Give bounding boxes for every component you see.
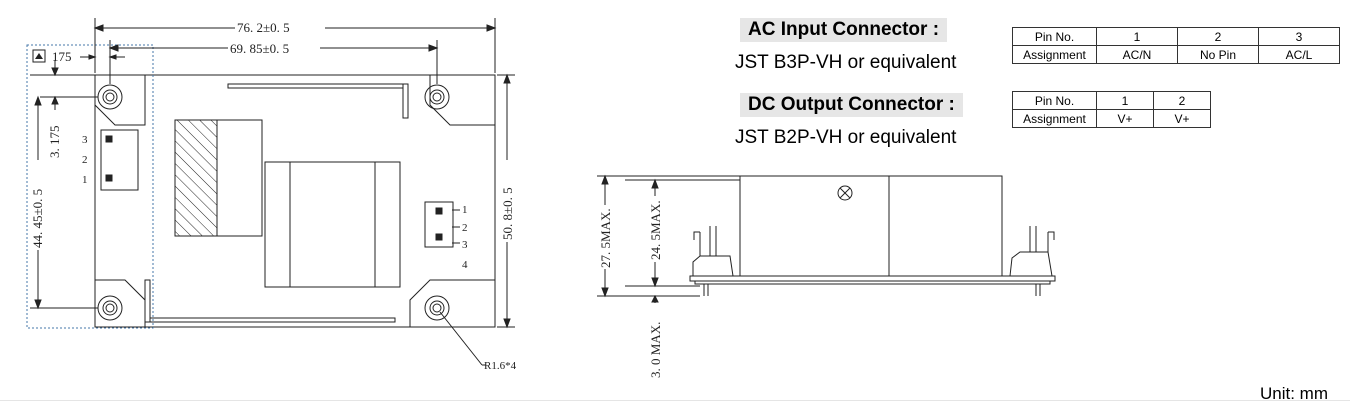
top-view xyxy=(26,18,515,366)
table-row: Assignment V+ V+ xyxy=(1012,109,1211,128)
dc-connector-title: DC Output Connector : xyxy=(740,93,963,117)
table-row: Pin No. 1 2 3 xyxy=(1012,27,1340,46)
table-cell: AC/L xyxy=(1258,45,1340,64)
board-outline xyxy=(94,74,496,328)
input-pin-label: 3 xyxy=(82,134,88,146)
mounting-hole xyxy=(97,295,123,321)
dc-connector-part: JST B2P-VH or equivalent xyxy=(735,127,957,148)
table-cell: No Pin xyxy=(1177,45,1259,64)
mounting-hole xyxy=(424,84,450,110)
ac-connector-title: AC Input Connector : xyxy=(740,18,948,42)
hatched-component xyxy=(174,119,218,237)
pin-height-label: 3. 0 MAX. xyxy=(648,322,663,378)
table-cell: AC/N xyxy=(1096,45,1178,64)
corner-notch xyxy=(95,279,146,327)
corner-notch xyxy=(429,75,495,126)
corner-notch xyxy=(409,279,495,327)
output-pin-label: 3 xyxy=(462,239,468,251)
table-cell: 3 xyxy=(1258,27,1340,46)
side-view xyxy=(597,174,1056,303)
ac-pin-table: Pin No. 1 2 3 Assignment AC/N No Pin AC/… xyxy=(1012,27,1340,64)
transformer xyxy=(264,161,401,288)
hole-radius-label: R1.6*4 xyxy=(484,360,517,372)
shield-rail-bottom xyxy=(149,317,396,323)
table-cell: Pin No. xyxy=(1012,91,1097,110)
dc-pin-table: Pin No. 1 2 Assignment V+ V+ xyxy=(1012,91,1211,128)
output-connector xyxy=(424,201,454,248)
left-connector xyxy=(692,255,734,277)
table-cell: Assignment xyxy=(1012,45,1097,64)
table-row: Assignment AC/N No Pin AC/L xyxy=(1012,45,1340,64)
table-cell: Assignment xyxy=(1012,109,1097,128)
table-cell: 2 xyxy=(1177,27,1259,46)
shield-rail-top xyxy=(227,83,404,89)
offset-x-label: 175 xyxy=(52,49,72,64)
input-connector xyxy=(100,129,139,191)
output-pin-label: 2 xyxy=(462,222,468,234)
case-height-label: 24. 5MAX. xyxy=(648,200,663,260)
dotted-outline xyxy=(26,44,154,329)
offset-x-icon xyxy=(32,49,46,63)
width-dim-label: 76. 2±0. 5 xyxy=(237,20,290,35)
height-dim-label: 50. 8±0. 5 xyxy=(500,187,515,240)
hole-spacing-y-label: 44. 45±0. 5 xyxy=(30,189,45,248)
table-cell: Pin No. xyxy=(1012,27,1097,46)
offset-y-label: 3. 175 xyxy=(47,126,62,159)
hole-spacing-x-label: 69. 85±0. 5 xyxy=(230,41,289,56)
case-body xyxy=(739,175,1003,277)
divider xyxy=(0,400,1350,401)
output-pin-label: 1 xyxy=(462,204,468,216)
ac-connector-part: JST B3P-VH or equivalent xyxy=(735,52,957,73)
component-block xyxy=(216,119,263,237)
table-cell: 1 xyxy=(1096,91,1154,110)
corner-notch xyxy=(94,75,146,126)
table-cell: V+ xyxy=(1096,109,1154,128)
right-connector xyxy=(1009,251,1053,277)
table-row: Pin No. 1 2 xyxy=(1012,91,1211,110)
mounting-hole xyxy=(424,295,450,321)
table-cell: 1 xyxy=(1096,27,1178,46)
mounting-hole xyxy=(97,84,123,110)
input-pin-label: 2 xyxy=(82,154,88,166)
screw-icon xyxy=(837,185,853,201)
side-height-label: 27. 5MAX. xyxy=(598,208,613,268)
unit-label: Unit: mm xyxy=(1260,384,1328,403)
table-cell: V+ xyxy=(1153,109,1211,128)
input-pin-label: 1 xyxy=(82,174,88,186)
output-pin-label: 4 xyxy=(462,259,468,271)
table-cell: 2 xyxy=(1153,91,1211,110)
pcb-board xyxy=(689,275,1056,282)
